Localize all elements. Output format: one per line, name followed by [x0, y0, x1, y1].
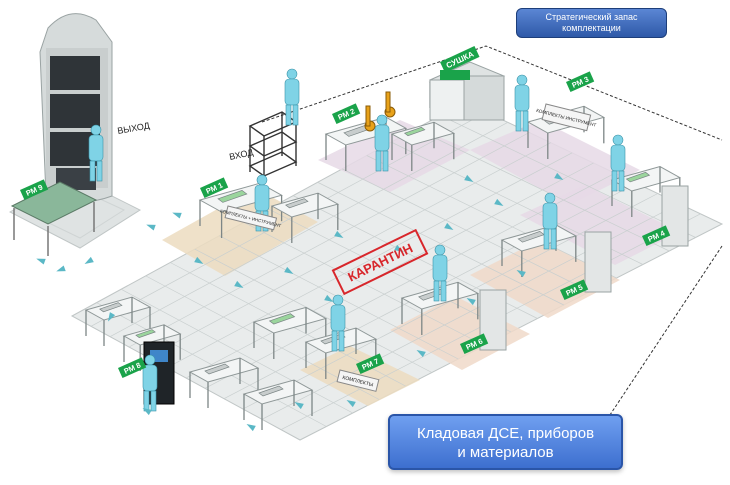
room-boundary-dashed: [261, 45, 723, 141]
bench-device: [217, 190, 248, 203]
worker-figure: [432, 244, 448, 302]
flow-arrow: [334, 230, 344, 238]
flow-arrow: [36, 258, 46, 265]
flow-arrow: [294, 402, 304, 410]
flow-arrow: [346, 400, 356, 408]
entrance-label: ВХОД: [228, 147, 254, 162]
room-boundary-right: [599, 245, 723, 431]
strategic-stock-banner: Стратегический запас комплектации: [516, 8, 667, 38]
worker-figure: [542, 192, 558, 250]
worker-figure: [142, 354, 158, 412]
flow-arrow: [516, 270, 526, 278]
rm-tag: РМ 3: [566, 71, 595, 93]
sign-rm7-kits: КОМПЛЕКТЫ: [336, 369, 380, 392]
worker-figure: [374, 114, 390, 172]
flow-arrow: [146, 224, 156, 231]
worker-figure: [284, 68, 300, 126]
flow-arrow: [324, 294, 334, 302]
bench-device: [625, 171, 651, 183]
strategic-stock-line1: Стратегический запас: [545, 12, 638, 22]
zone-peach-rm5: [470, 240, 620, 318]
bench-device: [268, 313, 296, 325]
entrance-rack: [248, 111, 298, 180]
flow-arrow: [194, 256, 204, 264]
drying-cabinet: [428, 61, 506, 121]
flow-arrows: [36, 172, 564, 432]
flow-arrow: [56, 265, 66, 272]
worker-figure: [88, 124, 104, 182]
worker-figure: [610, 134, 626, 192]
storeroom-banner: Кладовая ДСЕ, приборов и материалов: [388, 414, 623, 470]
flow-arrow: [554, 172, 564, 180]
flow-arrow: [466, 298, 476, 306]
rm-tag: РМ 8: [117, 357, 147, 379]
exit-label: ВЫХОД: [117, 120, 151, 136]
storeroom-line1: Кладовая ДСЕ, приборов: [416, 425, 595, 442]
flow-arrow: [394, 244, 404, 252]
bench-device: [285, 198, 309, 209]
bench-device: [135, 329, 156, 338]
strategic-stock-line2: комплектации: [562, 23, 621, 33]
flow-arrow: [464, 174, 474, 182]
flow-arrow: [234, 280, 244, 288]
flow-arrow: [108, 312, 116, 322]
flow-arrow: [444, 222, 454, 230]
bench-device: [403, 126, 426, 137]
flow-arrow: [416, 350, 426, 358]
flow-arrow: [84, 256, 94, 264]
bench-device: [258, 385, 284, 397]
worker-figure: [514, 74, 530, 132]
flow-arrow: [142, 408, 152, 416]
bench-device: [99, 302, 123, 313]
flow-arrow: [284, 266, 294, 274]
worker-figure: [330, 294, 346, 352]
flow-arrow: [246, 424, 256, 432]
robot-arms: [364, 91, 396, 132]
rm-tag: РМ 2: [332, 103, 361, 125]
workbenches: [84, 70, 682, 430]
storeroom-line2: и материалов: [457, 444, 554, 461]
flow-arrow: [494, 198, 504, 206]
flow-arrow: [172, 212, 182, 219]
bench-device: [204, 363, 230, 375]
